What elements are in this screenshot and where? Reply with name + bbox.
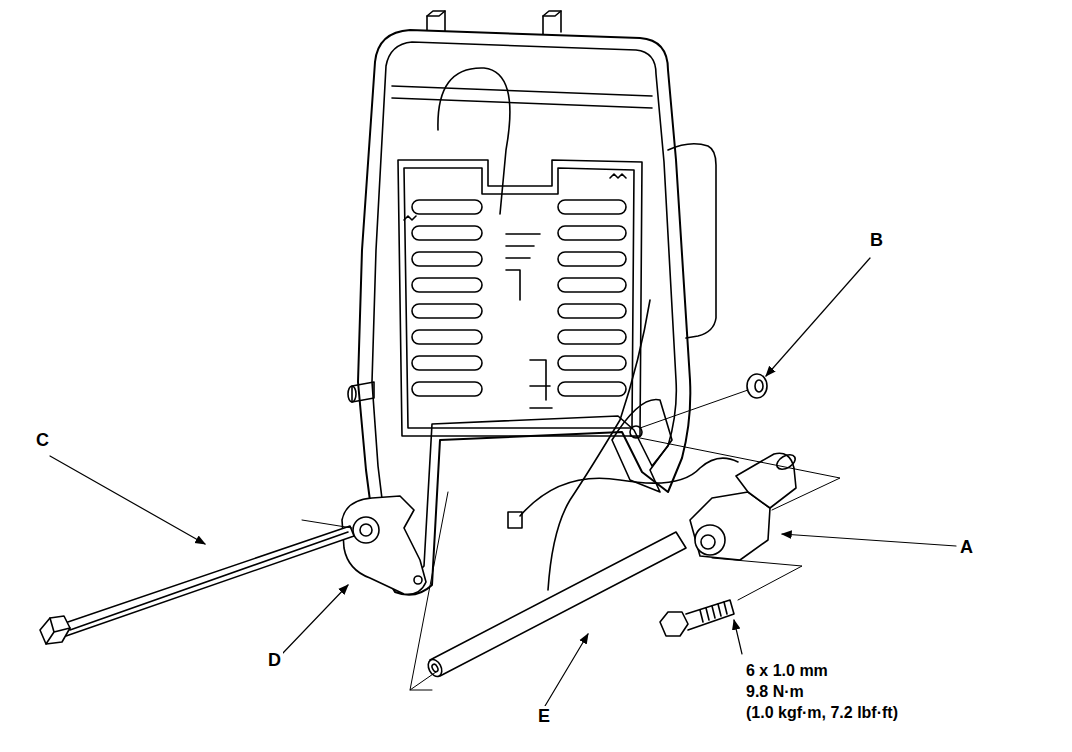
drive-rod-c [40, 526, 354, 644]
side-bolster [668, 144, 716, 338]
recline-knob-mount [348, 382, 374, 402]
bolt-size: 6 x 1.0 mm [744, 662, 830, 680]
assembly-line [302, 390, 840, 690]
torque-spec: (1.0 kgf·m, 7.2 lbf·ft) [744, 704, 900, 722]
harness [548, 300, 650, 590]
connector [508, 512, 522, 528]
part-letter: E [536, 706, 552, 727]
torque-spec: 9.8 N·m [744, 683, 806, 701]
recliner [342, 496, 426, 594]
part-letter: A [958, 537, 975, 558]
wire [438, 68, 510, 214]
bolt [660, 600, 734, 636]
spring-mat [398, 160, 642, 436]
spring [610, 174, 626, 178]
cross-bar [392, 86, 652, 108]
part-letter: C [34, 430, 51, 451]
motor [508, 452, 798, 560]
part-letter: B [868, 230, 885, 251]
drive-rod-e [425, 532, 686, 679]
bracket [612, 400, 672, 493]
part-letter: D [266, 650, 283, 671]
washer [747, 374, 767, 398]
spring [404, 216, 416, 220]
seat-frame-inner [372, 42, 676, 574]
leader-line [50, 258, 956, 706]
